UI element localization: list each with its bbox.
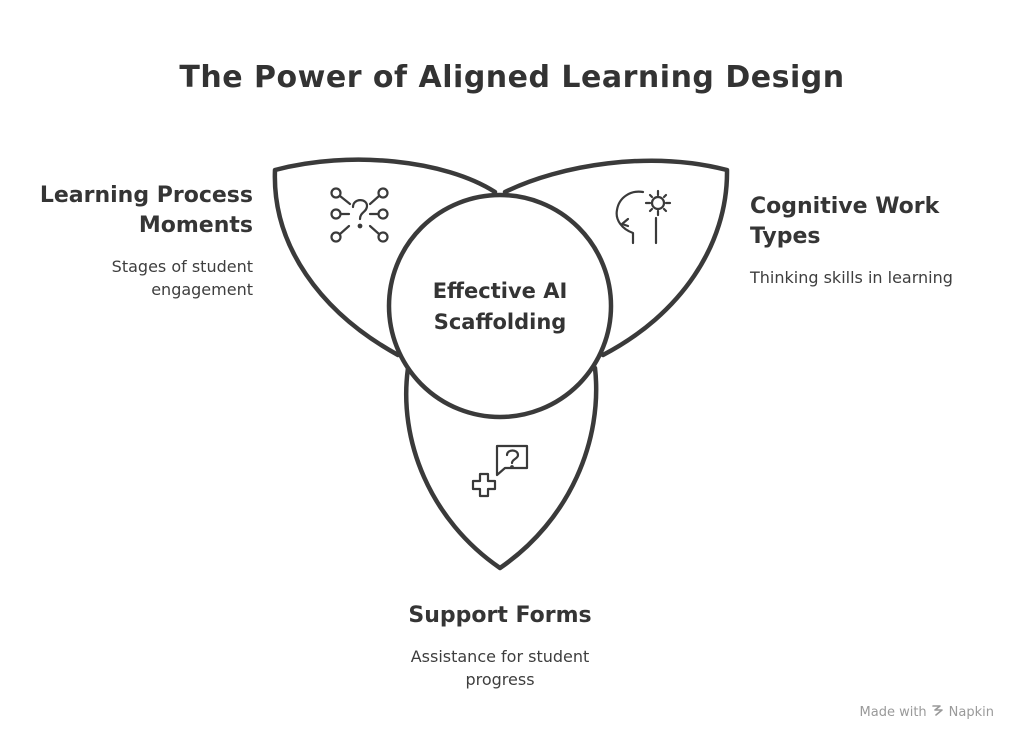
- network-question-icon: [330, 187, 389, 243]
- center-circle: [386, 192, 614, 420]
- center-label-line2: Scaffolding: [433, 310, 567, 334]
- petal-cognitive-work: [502, 158, 730, 358]
- cognitive-work-heading: Cognitive Work Types: [750, 192, 1010, 252]
- petal-learning-process: [272, 157, 498, 358]
- support-forms-description-line1: Assistance for student: [410, 647, 590, 666]
- cognitive-work-heading-line2: Types: [750, 224, 821, 249]
- center-label: Effective AI Scaffolding: [395, 276, 605, 338]
- diagram-title: The Power of Aligned Learning Design: [179, 60, 845, 95]
- footer-branding: Made with Napkin: [860, 704, 994, 720]
- learning-process-heading: Learning Process Moments: [20, 181, 253, 241]
- learning-process-description: Stages of student engagement: [40, 255, 253, 301]
- napkin-logo-icon: [931, 704, 944, 720]
- learning-process-heading-line2: Moments: [138, 213, 253, 238]
- learning-process-description-line1: Stages of student: [111, 257, 253, 276]
- head-gear-icon: [615, 189, 672, 245]
- petal-support-forms: [403, 365, 599, 571]
- support-forms-heading: Support Forms: [350, 601, 650, 631]
- cognitive-work-description: Thinking skills in learning: [750, 266, 1010, 289]
- cognitive-work-description-line1: Thinking skills in learning: [750, 268, 953, 287]
- made-with-label: Made with: [859, 704, 927, 720]
- support-forms-description: Assistance for student progress: [350, 645, 650, 691]
- support-forms-description-line2: progress: [465, 670, 535, 689]
- napkin-brand-label: Napkin: [948, 704, 994, 720]
- center-label-line1: Effective AI: [432, 279, 568, 303]
- help-plus-icon: [471, 444, 529, 498]
- learning-process-description-line2: engagement: [151, 280, 253, 299]
- support-forms-heading-line1: Support Forms: [408, 603, 592, 628]
- cognitive-work-heading-line1: Cognitive Work: [750, 194, 940, 219]
- learning-process-heading-line1: Learning Process: [39, 183, 253, 208]
